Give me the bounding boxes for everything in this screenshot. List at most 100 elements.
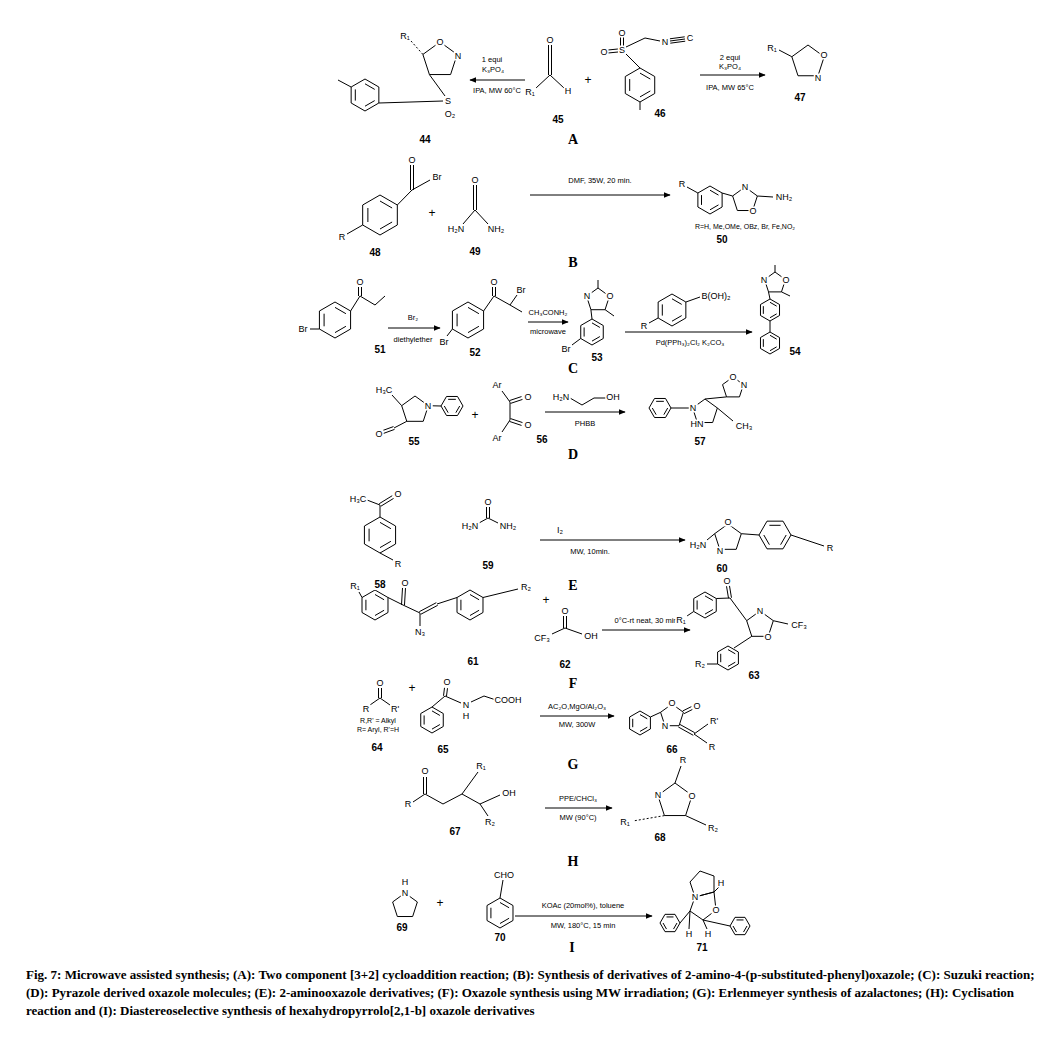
bond-line xyxy=(502,420,510,432)
bond-line xyxy=(479,518,488,523)
double-bond xyxy=(419,603,437,615)
compound-number: 54 xyxy=(788,347,801,357)
reaction-arrow xyxy=(540,716,614,717)
benzene-ring xyxy=(763,339,764,347)
compound-number: 62 xyxy=(558,660,571,670)
compound-number: 51 xyxy=(373,345,386,355)
atom-label: OH xyxy=(583,632,599,641)
bond-line xyxy=(338,80,351,87)
bond-line xyxy=(500,880,503,898)
atom-label: H₂N xyxy=(689,541,708,550)
reaction-arrow xyxy=(540,540,685,541)
bond-line xyxy=(687,187,698,193)
atom-label: R' xyxy=(709,717,719,726)
bond-line xyxy=(552,628,565,634)
compound-number: 46 xyxy=(653,109,666,119)
bond-line xyxy=(471,696,484,702)
atom-label: N xyxy=(661,38,670,47)
panel-letter: F xyxy=(568,677,579,691)
bond-line xyxy=(347,225,363,234)
atom-label: R₂ xyxy=(707,824,719,833)
reagent-label: CH₃CONH₂ xyxy=(528,309,569,317)
atom-label: N xyxy=(661,722,670,731)
benzene-ring xyxy=(629,79,630,91)
bond-line xyxy=(484,296,494,311)
benzene-ring xyxy=(367,208,368,222)
bond-line xyxy=(703,920,707,929)
compound-number: 56 xyxy=(535,435,548,445)
benzene-ring xyxy=(625,68,654,102)
reagent-label: PPE/CHCl₃ xyxy=(558,795,598,803)
compound-number: 70 xyxy=(493,933,506,943)
bond-line xyxy=(502,391,510,402)
compound-number: 67 xyxy=(448,827,461,837)
bond-line xyxy=(769,292,771,299)
benzene-ring xyxy=(363,195,398,235)
bond-line xyxy=(550,75,564,88)
reaction-arrow xyxy=(700,75,765,76)
bond-line xyxy=(707,534,715,540)
double-bond xyxy=(551,45,552,75)
atom-label: R xyxy=(640,322,649,331)
bond-line xyxy=(462,794,480,804)
atom-label: Br xyxy=(432,173,443,182)
bond-line xyxy=(686,297,700,302)
bond-line xyxy=(379,101,443,103)
triple-bond xyxy=(670,41,685,43)
bond-line xyxy=(689,911,690,929)
bond-line xyxy=(392,395,402,406)
reaction-arrow xyxy=(602,630,690,631)
double-bond xyxy=(379,688,382,698)
bond-line xyxy=(703,920,730,926)
bond-line xyxy=(347,225,363,234)
benzene-ring xyxy=(456,406,460,413)
atom-label: R' xyxy=(390,705,400,714)
atom-label: O xyxy=(355,278,364,287)
benzene-ring xyxy=(452,302,483,338)
bond-line xyxy=(582,398,594,405)
benzene-ring xyxy=(380,541,391,547)
benzene-ring xyxy=(500,918,509,923)
reagent-label: Br₂ xyxy=(407,314,419,322)
reaction-arrow xyxy=(545,808,612,809)
atom-label: O xyxy=(617,29,626,38)
bond-line xyxy=(582,398,594,405)
benzene-ring xyxy=(380,522,391,528)
benzene-ring xyxy=(718,646,739,670)
atom-label: N xyxy=(756,607,765,616)
double-bond xyxy=(727,586,729,598)
benzene-ring xyxy=(640,727,647,731)
atom-label: O xyxy=(407,156,416,165)
double-bond xyxy=(361,287,362,296)
bond-line xyxy=(773,621,788,624)
atom-label: N xyxy=(424,402,433,411)
bond-line xyxy=(480,795,500,804)
atom-label: R xyxy=(338,233,347,242)
reagent-label: K₃PO₄ xyxy=(481,66,505,74)
bond-line xyxy=(598,280,599,288)
bond-line xyxy=(570,398,582,405)
bond-line xyxy=(483,589,518,598)
bond-line xyxy=(594,398,606,399)
substituent-note: R= Aryl, R'=H xyxy=(356,726,400,733)
benzene-ring xyxy=(769,525,780,526)
atom-label: O xyxy=(489,278,498,287)
atom-label: Br xyxy=(516,286,527,295)
panel-letter: C xyxy=(567,362,579,376)
bond-line xyxy=(605,310,614,316)
panel-letter: B xyxy=(567,256,578,270)
bond-line xyxy=(510,402,511,420)
bond-line xyxy=(502,420,510,432)
five-membered-ring xyxy=(423,42,457,75)
benzene-ring xyxy=(720,654,721,662)
bond-line xyxy=(536,75,550,88)
reagent-label: diethylether xyxy=(393,336,434,344)
atom-label: N xyxy=(814,74,823,83)
bond-line xyxy=(388,598,403,606)
bond-line xyxy=(443,794,462,804)
atom-label: O xyxy=(748,207,757,216)
bond-line xyxy=(483,589,518,598)
compound-number: 68 xyxy=(653,833,666,843)
atom-label: CF₃ xyxy=(533,634,551,643)
benzene-ring xyxy=(630,711,651,735)
